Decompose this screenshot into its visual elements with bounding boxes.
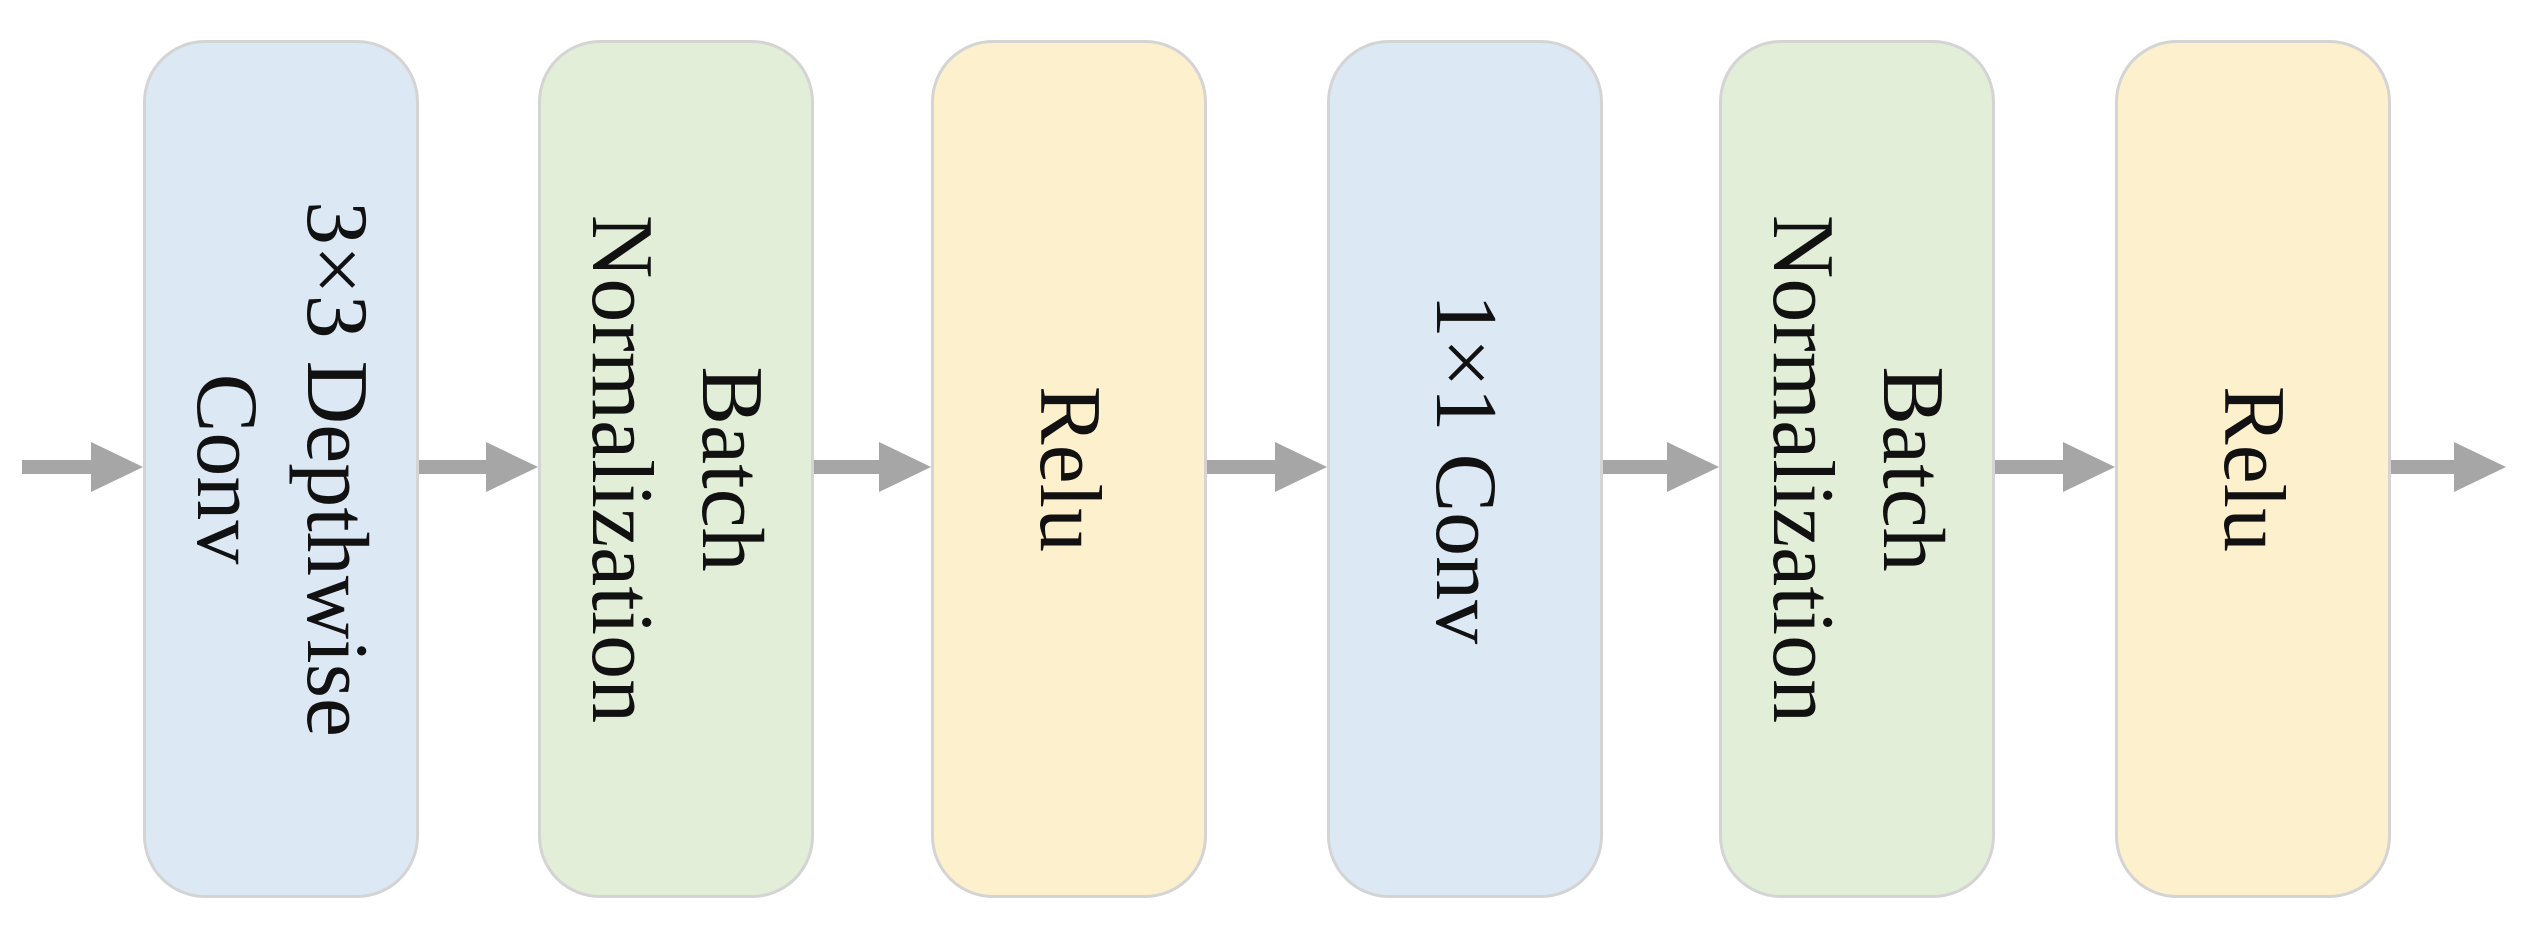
flow-arrow (1995, 442, 2115, 492)
arrow-head-icon (2454, 442, 2506, 492)
flow-arrow (814, 442, 931, 492)
block-label-line: Batch (683, 366, 780, 572)
block-label: 3×3 Depthwise Conv (171, 201, 391, 737)
block-depthwise-conv: 3×3 Depthwise Conv (143, 40, 419, 898)
block-label-line: Batch (1864, 366, 1961, 572)
arrow-shaft (1995, 460, 2067, 474)
block-relu-2: Relu (2115, 40, 2391, 898)
block-label: 1×1 Conv (1410, 294, 1520, 644)
block-batch-norm-1: Batch Normalization (538, 40, 814, 898)
arrow-head-icon (486, 442, 538, 492)
flow-arrow (1603, 442, 1719, 492)
arrow-head-icon (2063, 442, 2115, 492)
block-label: Batch Normalization (566, 215, 786, 723)
block-label-line: Normalization (1754, 214, 1851, 724)
block-label: Relu (2198, 386, 2308, 552)
block-label: Relu (1014, 386, 1124, 552)
arrow-shaft (22, 460, 95, 474)
arrow-head-icon (1667, 442, 1719, 492)
arrow-shaft (1207, 460, 1279, 474)
arrow-shaft (814, 460, 883, 474)
arrow-head-icon (879, 442, 931, 492)
flow-arrow-output (2391, 442, 2506, 492)
block-label-line: Relu (1021, 385, 1118, 553)
block-label-line: Relu (2205, 385, 2302, 553)
block-label-line: 1×1 Conv (1417, 293, 1514, 645)
flow-arrow (1207, 442, 1327, 492)
arrow-shaft (2391, 460, 2458, 474)
block-batch-norm-2: Batch Normalization (1719, 40, 1995, 898)
arrow-head-icon (1275, 442, 1327, 492)
arrow-shaft (1603, 460, 1671, 474)
block-relu-1: Relu (931, 40, 1207, 898)
block-label: Batch Normalization (1747, 215, 1967, 723)
flow-arrow-input (22, 442, 143, 492)
arrow-head-icon (91, 442, 143, 492)
block-label-line: 3×3 Depthwise (288, 201, 385, 737)
arrow-shaft (419, 460, 490, 474)
block-label-line: Conv (178, 373, 275, 565)
block-pointwise-conv: 1×1 Conv (1327, 40, 1603, 898)
flow-arrow (419, 442, 538, 492)
block-label-line: Normalization (573, 214, 670, 724)
